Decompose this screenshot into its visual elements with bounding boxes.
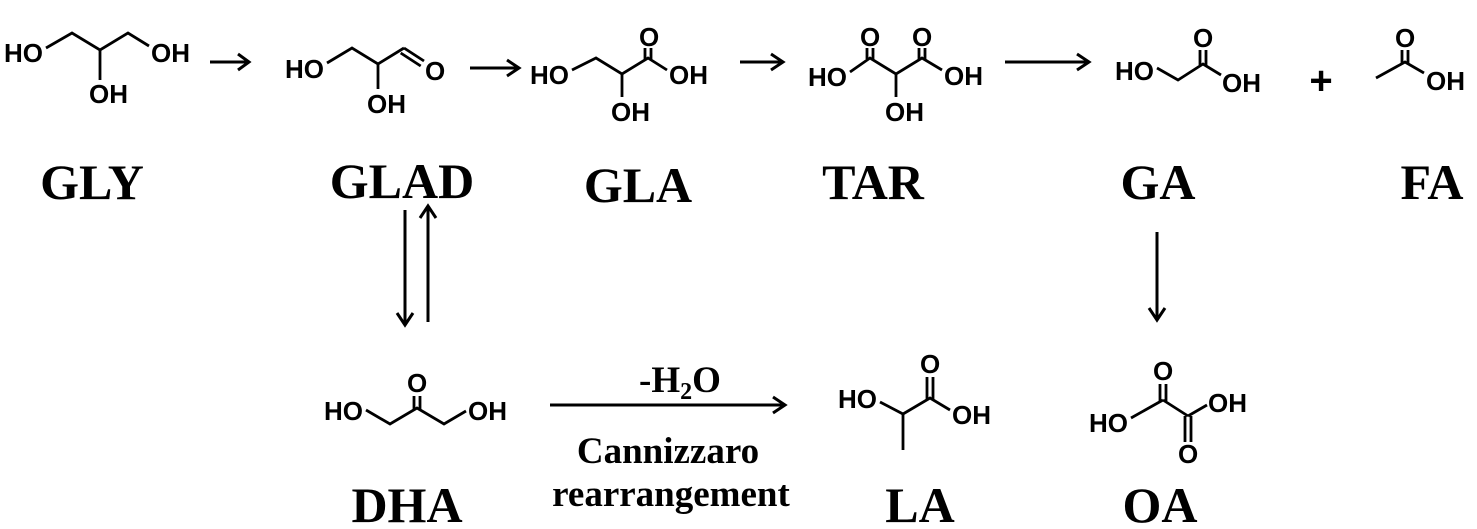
bond <box>571 56 668 76</box>
condition-line-1: Cannizzaro <box>577 431 759 472</box>
bond <box>1130 398 1164 420</box>
bond <box>365 406 467 426</box>
molecule-oa: HO O OH O OA <box>1089 356 1247 529</box>
plus-sign: + <box>1309 59 1332 103</box>
atom-label: OH <box>952 400 991 430</box>
arrow-head <box>395 312 415 328</box>
condition-prefix: -H <box>639 360 680 401</box>
arrow-head <box>418 203 438 219</box>
compound-label-glad: GLAD <box>330 153 474 209</box>
compound-label-ga: GA <box>1121 154 1196 210</box>
atom-label: OH <box>89 79 128 109</box>
atom-label: O <box>1395 23 1415 53</box>
arrow-head <box>772 395 788 415</box>
atom-label: OH <box>468 396 507 426</box>
bond <box>1375 60 1425 80</box>
arrow-head <box>770 52 786 72</box>
compound-label-oa: OA <box>1123 477 1198 529</box>
molecule-gly: HO OH OH GLY <box>4 31 190 210</box>
arrow-head <box>1147 307 1167 323</box>
atom-label: HO <box>324 396 363 426</box>
arrow-dha-to-la: -H2O Cannizzaro rearrangement <box>550 360 791 515</box>
molecule-gla: HO O OH OH GLA <box>530 22 708 213</box>
arrow-ga-to-oa <box>1147 232 1167 323</box>
atom-label: HO <box>1089 408 1128 438</box>
atom-label: HO <box>838 384 877 414</box>
atom-label: HO <box>4 38 43 68</box>
condition-suffix: O <box>692 360 721 401</box>
atom-label: OH <box>151 38 190 68</box>
atom-label: O <box>1178 439 1198 469</box>
atom-label: OH <box>885 97 924 127</box>
atom-label: O <box>639 22 659 52</box>
bond <box>879 396 951 416</box>
atom-label: OH <box>1222 68 1261 98</box>
bond <box>1156 62 1222 82</box>
atom-label: HO <box>530 60 569 90</box>
molecule-fa: O OH FA <box>1375 23 1465 210</box>
atom-label: O <box>912 22 932 52</box>
atom-label: O <box>1153 356 1173 386</box>
arrow-head <box>237 52 252 72</box>
atom-label: OH <box>611 97 650 127</box>
molecule-dha: HO O OH DHA <box>324 368 507 529</box>
arrow-gla-to-tar <box>740 52 786 72</box>
compound-label-dha: DHA <box>351 477 462 529</box>
arrow-head <box>1076 52 1092 72</box>
condition-dehydration: -H2O <box>639 360 721 405</box>
atom-label: OH <box>1426 66 1465 96</box>
atom-label: OH <box>367 89 406 119</box>
compound-label-gly: GLY <box>40 154 144 210</box>
compound-label-gla: GLA <box>584 157 692 213</box>
atom-label: O <box>920 349 940 379</box>
bond <box>326 46 405 66</box>
compound-label-tar: TAR <box>822 154 925 210</box>
molecule-glad: HO O OH GLAD <box>285 46 474 209</box>
atom-label: HO <box>808 62 847 92</box>
equilibrium-arrows-glad-dha <box>395 203 438 328</box>
bond <box>849 56 943 76</box>
atom-label: O <box>1193 23 1213 53</box>
atom-label: OH <box>1208 388 1247 418</box>
arrow-head <box>506 58 522 78</box>
molecule-la: HO O OH LA <box>838 349 991 529</box>
atom-label: O <box>860 22 880 52</box>
molecule-ga: HO O OH GA <box>1115 23 1261 210</box>
atom-label: OH <box>944 61 983 91</box>
atom-label: O <box>407 368 427 398</box>
atom-label: HO <box>285 54 324 84</box>
arrow-tar-to-ga <box>1005 52 1092 72</box>
condition-subscript: 2 <box>680 379 692 405</box>
double-bond <box>399 51 422 68</box>
bond <box>1162 398 1189 418</box>
compound-label-la: LA <box>885 477 954 529</box>
condition-line-2: rearrangement <box>552 474 790 515</box>
atom-label: O <box>425 56 445 86</box>
molecule-tar: HO O O OH OH TAR <box>808 22 983 210</box>
atom-label: OH <box>669 60 708 90</box>
atom-label: HO <box>1115 56 1154 86</box>
arrow-gly-to-glad <box>210 52 252 72</box>
compound-label-fa: FA <box>1401 154 1464 210</box>
arrow-glad-to-gla <box>470 58 522 78</box>
bond <box>1187 403 1208 418</box>
double-bond <box>403 46 425 63</box>
bond <box>45 31 150 52</box>
